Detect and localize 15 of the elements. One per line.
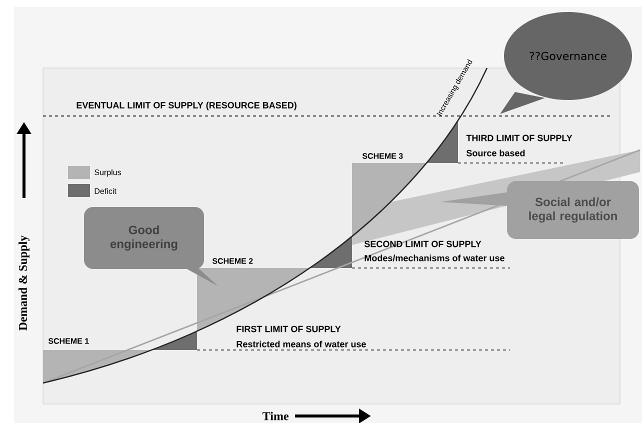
- speech-bubble: Social and/or legal regulation: [440, 181, 639, 239]
- scheme-label: SCHEME 3: [362, 153, 403, 159]
- limit-label: FIRST LIMIT OF SUPPLY: [236, 326, 341, 332]
- limit-label: Restricted means of water use: [236, 340, 366, 348]
- scheme-label: SCHEME 1: [48, 338, 89, 344]
- axis-label: Time: [262, 412, 288, 420]
- limit-label: EVENTUAL LIMIT OF SUPPLY (RESOURCE BASED): [76, 102, 296, 110]
- axis-label: Demand & Supply: [18, 235, 30, 330]
- limit-label: Modes/mechanisms of water use: [364, 254, 504, 262]
- limit-label: SECOND LIMIT OF SUPPLY: [364, 240, 482, 248]
- limit-label: Source based: [466, 150, 525, 156]
- legend-label: Deficit: [94, 188, 116, 194]
- legend-label: Surplus: [94, 169, 122, 177]
- limit-label: THIRD LIMIT OF SUPPLY: [466, 134, 572, 142]
- speech-bubble: ??Governance: [500, 12, 632, 114]
